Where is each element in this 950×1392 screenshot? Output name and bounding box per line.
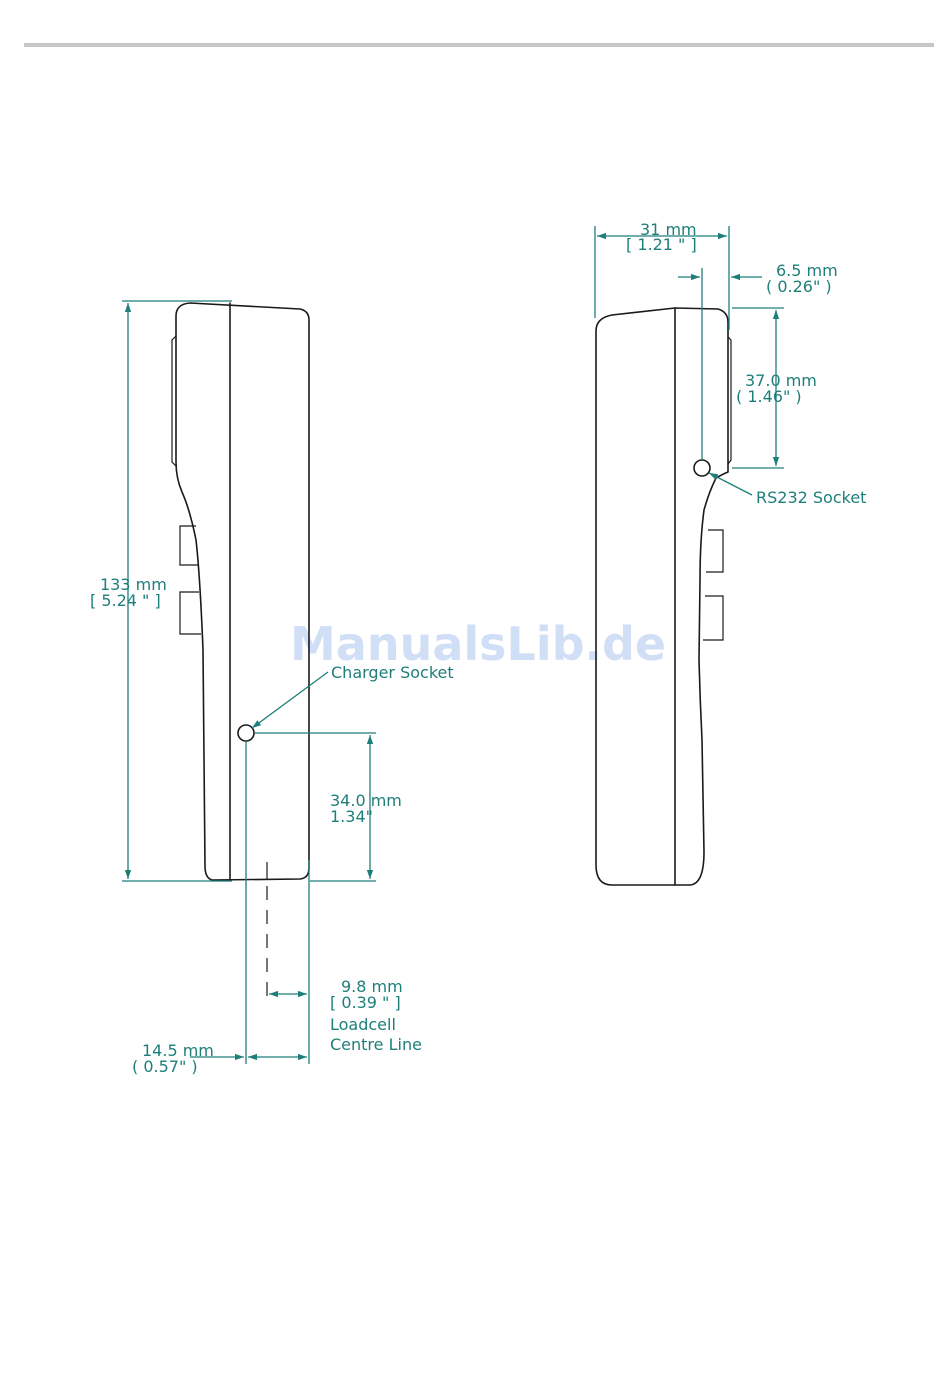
loadcell-offset-imperial-label: [ 0.39 " ]: [330, 993, 401, 1012]
side-view-device: [172, 303, 309, 880]
width-imperial-label: [ 1.21 " ]: [626, 235, 697, 254]
rs232-socket-label: RS232 Socket: [756, 488, 866, 507]
rs232-offset-imperial-label: ( 0.26" ): [766, 277, 832, 296]
socket-offset-dimension: 14.5 mm ( 0.57" ): [132, 1041, 307, 1076]
rs232-socket-hole: [694, 460, 710, 476]
charger-socket-callout: Charger Socket: [252, 663, 454, 728]
rs232-socket-callout: RS232 Socket: [709, 473, 866, 507]
charger-socket-hole: [238, 725, 254, 741]
rs232-height-imperial-label: ( 1.46" ): [736, 387, 802, 406]
socket-offset-imperial-label: ( 0.57" ): [132, 1057, 198, 1076]
loadcell-label-line-2: Centre Line: [330, 1035, 422, 1054]
width-dimension: 31 mm [ 1.21 " ]: [595, 220, 729, 330]
front-view-button-lower: [703, 596, 723, 640]
front-view-button-upper: [706, 530, 723, 572]
rs232-offset-dimension: 6.5 mm ( 0.26" ): [678, 261, 838, 460]
loadcell-offset-dimension: 9.8 mm [ 0.39 " ] Loadcell Centre Line: [269, 977, 422, 1054]
height-dimension: 133 mm [ 5.24 " ]: [90, 301, 232, 881]
charger-socket-label: Charger Socket: [331, 663, 454, 682]
side-view-button-lower: [180, 592, 201, 634]
rs232-height-dimension: 37.0 mm ( 1.46" ): [732, 308, 817, 468]
loadcell-label-line-1: Loadcell: [330, 1015, 396, 1034]
side-view-button-upper: [180, 526, 198, 565]
socket-height-imperial-label: 1.34": [330, 807, 373, 826]
height-imperial-label: [ 5.24 " ]: [90, 591, 161, 610]
socket-height-dimension: 34.0 mm 1.34": [255, 733, 402, 881]
front-view-device: [596, 308, 731, 885]
